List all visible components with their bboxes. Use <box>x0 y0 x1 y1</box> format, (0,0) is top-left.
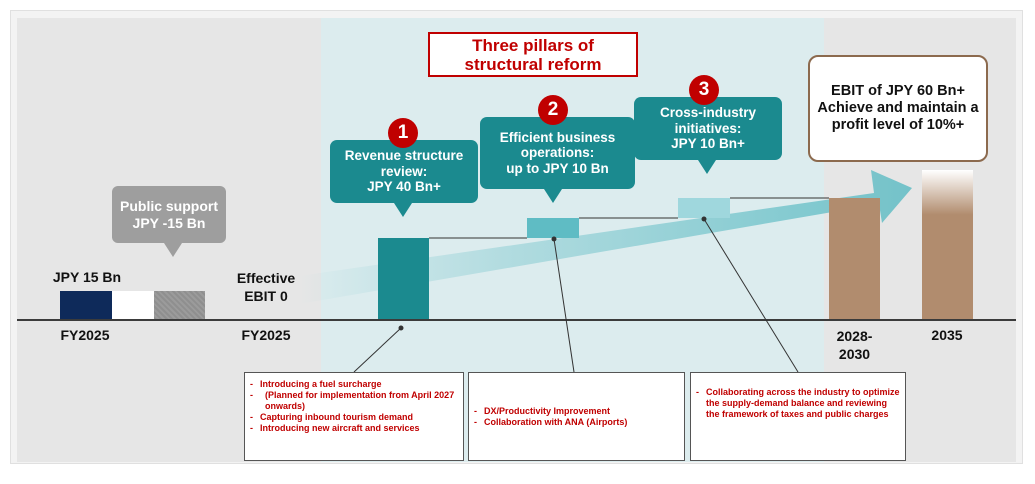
period-2028-line2: 2030 <box>838 346 871 362</box>
pillar3-line3: JPY 10 Bn+ <box>671 136 745 152</box>
pillar2-note-box: DX/Productivity Improvement Collaboratio… <box>468 372 685 461</box>
pillar1-bar <box>378 238 429 319</box>
pillar2-line3: up to JPY 10 Bn <box>506 160 609 176</box>
pillar3-number-badge: 3 <box>689 75 719 105</box>
public-support-line2: JPY -15 Bn <box>132 214 206 231</box>
pillar2-callout: Efficient business operations: up to JPY… <box>480 117 635 189</box>
pillar1-note-item: Introducing new aircraft and services <box>249 423 459 434</box>
effective-line1: Effective <box>236 270 296 286</box>
target-2035-bar <box>922 170 973 319</box>
ebit-fy2025-bar <box>60 291 112 319</box>
period-2035-label: 2035 <box>931 327 963 343</box>
pillar1-number-badge: 1 <box>388 118 418 148</box>
fy2025-effective-axis-label: FY2025 <box>241 327 291 343</box>
pillar1-callout: Revenue structure review: JPY 40 Bn+ <box>330 140 478 203</box>
baseline-axis <box>17 319 1016 321</box>
public-support-callout: Public support JPY -15 Bn <box>112 186 226 243</box>
public-support-line1: Public support <box>120 197 218 214</box>
public-support-bar <box>154 291 205 319</box>
pillar2-line1: Efficient business <box>499 129 616 145</box>
growth-arrow <box>299 170 912 304</box>
waterfall-slide: JPY 15 Bn FY2025 Public support JPY -15 … <box>17 18 1016 462</box>
structural-reform-title: Three pillars of structural reform <box>428 32 638 77</box>
pillar2-number-badge: 2 <box>538 95 568 125</box>
target-2028-bar <box>829 198 880 319</box>
connector-lines <box>353 197 829 373</box>
period-2028-2030-label: 2028- 2030 <box>817 327 892 363</box>
pillar3-note-box: Collaborating across the industry to opt… <box>690 372 906 461</box>
pillar3-callout: Cross-industry initiatives: JPY 10 Bn+ <box>634 97 782 160</box>
pillar2-bar <box>527 218 579 238</box>
pillar3-note-item: Collaborating across the industry to opt… <box>695 387 901 420</box>
target-line2: Achieve and maintain a <box>817 100 979 116</box>
pillar2-note-item: DX/Productivity Improvement <box>473 406 627 417</box>
public-support-callout-tail <box>164 243 182 257</box>
effective-line2: EBIT 0 <box>244 288 288 304</box>
pillar1-callout-tail <box>394 203 412 217</box>
pillar1-line2: review: <box>380 163 428 179</box>
pillar1-note-item: Introducing a fuel surcharge <box>249 379 459 390</box>
gap-bar <box>112 291 154 319</box>
effective-ebit-label: Effective EBIT 0 <box>225 269 307 305</box>
ebit-target-box: EBIT of JPY 60 Bn+ Achieve and maintain … <box>808 55 988 162</box>
period-2028-line1: 2028- <box>836 328 873 344</box>
slide-frame: JPY 15 Bn FY2025 Public support JPY -15 … <box>10 10 1023 464</box>
pillar2-callout-tail <box>544 189 562 203</box>
pillar3-bar <box>678 198 730 218</box>
target-line3: profit level of 10%+ <box>831 117 965 133</box>
ebit-fy2025-label: JPY 15 Bn <box>52 269 122 285</box>
pillar1-line3: JPY 40 Bn+ <box>367 179 441 195</box>
pillar3-line1: Cross-industry <box>659 105 757 121</box>
target-line1: EBIT of JPY 60 Bn+ <box>831 83 965 99</box>
title-line1: Three pillars of <box>472 35 594 55</box>
title-line2: structural reform <box>464 54 602 74</box>
pillar3-line2: initiatives: <box>674 120 742 136</box>
pillar1-line1: Revenue structure <box>344 148 464 164</box>
fy2025-axis-label: FY2025 <box>60 327 110 343</box>
pillar1-note-subitem: (Planned for implementation from April 2… <box>249 390 459 412</box>
pillar1-note-box: Introducing a fuel surcharge (Planned fo… <box>244 372 464 461</box>
pillar3-callout-tail <box>698 160 716 174</box>
pillar1-note-item: Capturing inbound tourism demand <box>249 412 459 423</box>
pillar2-note-item: Collaboration with ANA (Airports) <box>473 417 627 428</box>
pillar2-line2: operations: <box>520 145 595 161</box>
